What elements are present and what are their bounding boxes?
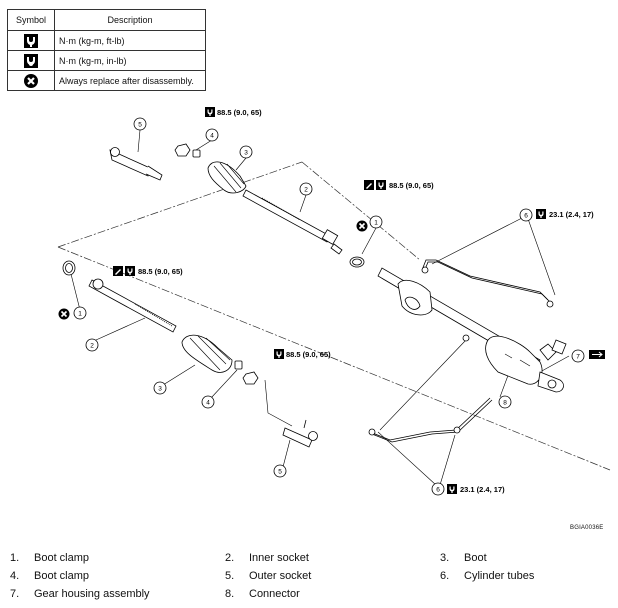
callout-labels: 5 4 3 2 1 1 2 3 4 5 6 6 8 7 — [78, 122, 580, 494]
legend-symbol-cell — [7, 70, 55, 91]
torque-wrench-icon — [536, 209, 546, 219]
part-number: 6. — [440, 570, 450, 582]
callout-5-top: 5 — [138, 122, 142, 129]
parts-row: 1. Boot clamp 2. Inner socket 3. Boot — [10, 549, 610, 567]
part-number: 2. — [225, 552, 235, 564]
torque-label-cylinder-tubes-bottom: 23.1 (2.4, 17) — [460, 485, 505, 494]
parts-list: 1. Boot clamp 2. Inner socket 3. Boot 4. Boo… — [10, 549, 610, 603]
nut-top — [174, 143, 191, 157]
always-replace-icon — [57, 307, 71, 321]
outer-socket-top — [109, 147, 163, 181]
legend-row: Always replace after disassembly. — [7, 70, 206, 91]
part-item: 7. Gear housing assembly — [10, 588, 225, 600]
part-item: 5. Outer socket — [225, 570, 440, 582]
inner-socket-top — [242, 189, 343, 255]
assembly-boundary-lines — [57, 161, 611, 471]
outer-socket-bottom — [282, 419, 318, 448]
callout-3-top: 3 — [244, 150, 248, 157]
inner-socket-bottom — [88, 278, 177, 333]
callout-markers — [73, 117, 585, 496]
callout-4-bottom: 4 — [206, 400, 210, 407]
part-name: Cylinder tubes — [464, 570, 535, 582]
part-name: Gear housing assembly — [34, 588, 150, 600]
parts-row: 7. Gear housing assembly 8. Connector — [10, 585, 610, 603]
callout-1-left: 1 — [78, 311, 82, 318]
part-item: 4. Boot clamp — [10, 570, 225, 582]
always-replace-icon — [24, 73, 38, 88]
part-name: Boot clamp — [34, 552, 90, 564]
connector — [462, 334, 470, 342]
legend-header-row: Symbol Description — [7, 9, 206, 31]
part-item: 1. Boot clamp — [10, 552, 225, 564]
cylinder-tube-top — [421, 259, 554, 308]
leader-lines — [69, 129, 570, 486]
grease-icon — [113, 266, 123, 276]
part-item: 2. Inner socket — [225, 552, 440, 564]
part-number: 4. — [10, 570, 20, 582]
callout-4-top: 4 — [210, 133, 214, 140]
boot-clamp-left — [62, 260, 76, 276]
callout-6-top: 6 — [524, 213, 528, 220]
callout-3-bottom: 3 — [158, 386, 162, 393]
torque-wrench-icon — [125, 266, 135, 276]
legend-description: Always replace after disassembly. — [54, 70, 206, 91]
boot-clamp-top-small — [192, 149, 201, 158]
boot-clamp-right — [349, 256, 365, 268]
callout-7: 7 — [576, 354, 580, 361]
torque-wrench-icon — [447, 484, 457, 494]
torque-label-inner-socket-bottom: 88.5 (9.0, 65) — [138, 267, 183, 276]
callout-1-right: 1 — [374, 220, 378, 227]
always-replace-icon — [355, 219, 369, 233]
callout-5-bottom: 5 — [278, 469, 282, 476]
torque-label-outer-nut-top: 88.5 (9.0, 65) — [217, 108, 262, 117]
symbol-legend-table: Symbol Description N·m (kg-m, ft-lb) N·m… — [7, 9, 206, 91]
torque-wrench-icon — [205, 107, 215, 117]
part-name: Boot clamp — [34, 570, 90, 582]
boot-clamp-bottom-small — [234, 360, 243, 370]
part-item: 8. Connector — [225, 588, 440, 600]
nut-bottom — [242, 371, 259, 385]
torque-wrench-icon — [376, 180, 386, 190]
torque-label-outer-nut-bottom: 88.5 (9.0, 65) — [286, 350, 331, 359]
part-name: Inner socket — [249, 552, 309, 564]
callout-6-bottom: 6 — [436, 487, 440, 494]
steering-gear-exploded-diagram: 5 4 3 2 1 1 2 3 4 5 6 6 8 7 88.5 (9.0, 6… — [57, 107, 611, 496]
callout-2-top: 2 — [304, 187, 308, 194]
part-number: 1. — [10, 552, 20, 564]
part-item: 6. Cylinder tubes — [440, 570, 610, 582]
part-number: 7. — [10, 588, 20, 600]
parts-row: 4. Boot clamp 5. Outer socket 6. Cylinder t… — [10, 567, 610, 585]
legend-symbol-cell — [7, 30, 55, 51]
torque-wrench-icon — [24, 33, 38, 48]
grease-icon — [364, 180, 374, 190]
part-number: 8. — [225, 588, 235, 600]
part-item: 3. Boot — [440, 552, 610, 564]
gear-housing-assembly — [377, 267, 567, 393]
torque-label-inner-socket-top: 88.5 (9.0, 65) — [389, 181, 434, 190]
figure-id: BGIA0036E — [570, 525, 604, 531]
part-number: 5. — [225, 570, 235, 582]
callout-2-bottom: 2 — [90, 343, 94, 350]
part-number: 3. — [440, 552, 450, 564]
torque-label-cylinder-tubes-top: 23.1 (2.4, 17) — [549, 210, 594, 219]
cylinder-tube-bottom — [368, 397, 493, 443]
part-name: Outer socket — [249, 570, 312, 582]
legend-symbol-cell — [7, 50, 55, 71]
grease-box-icon — [589, 350, 605, 359]
callout-8: 8 — [503, 400, 507, 407]
torque-wrench-small-icon — [24, 53, 38, 68]
part-name: Connector — [249, 588, 300, 600]
part-name: Boot — [464, 552, 487, 564]
torque-wrench-icon — [274, 349, 284, 359]
boot-bottom — [181, 334, 233, 373]
boot-top — [207, 161, 247, 194]
